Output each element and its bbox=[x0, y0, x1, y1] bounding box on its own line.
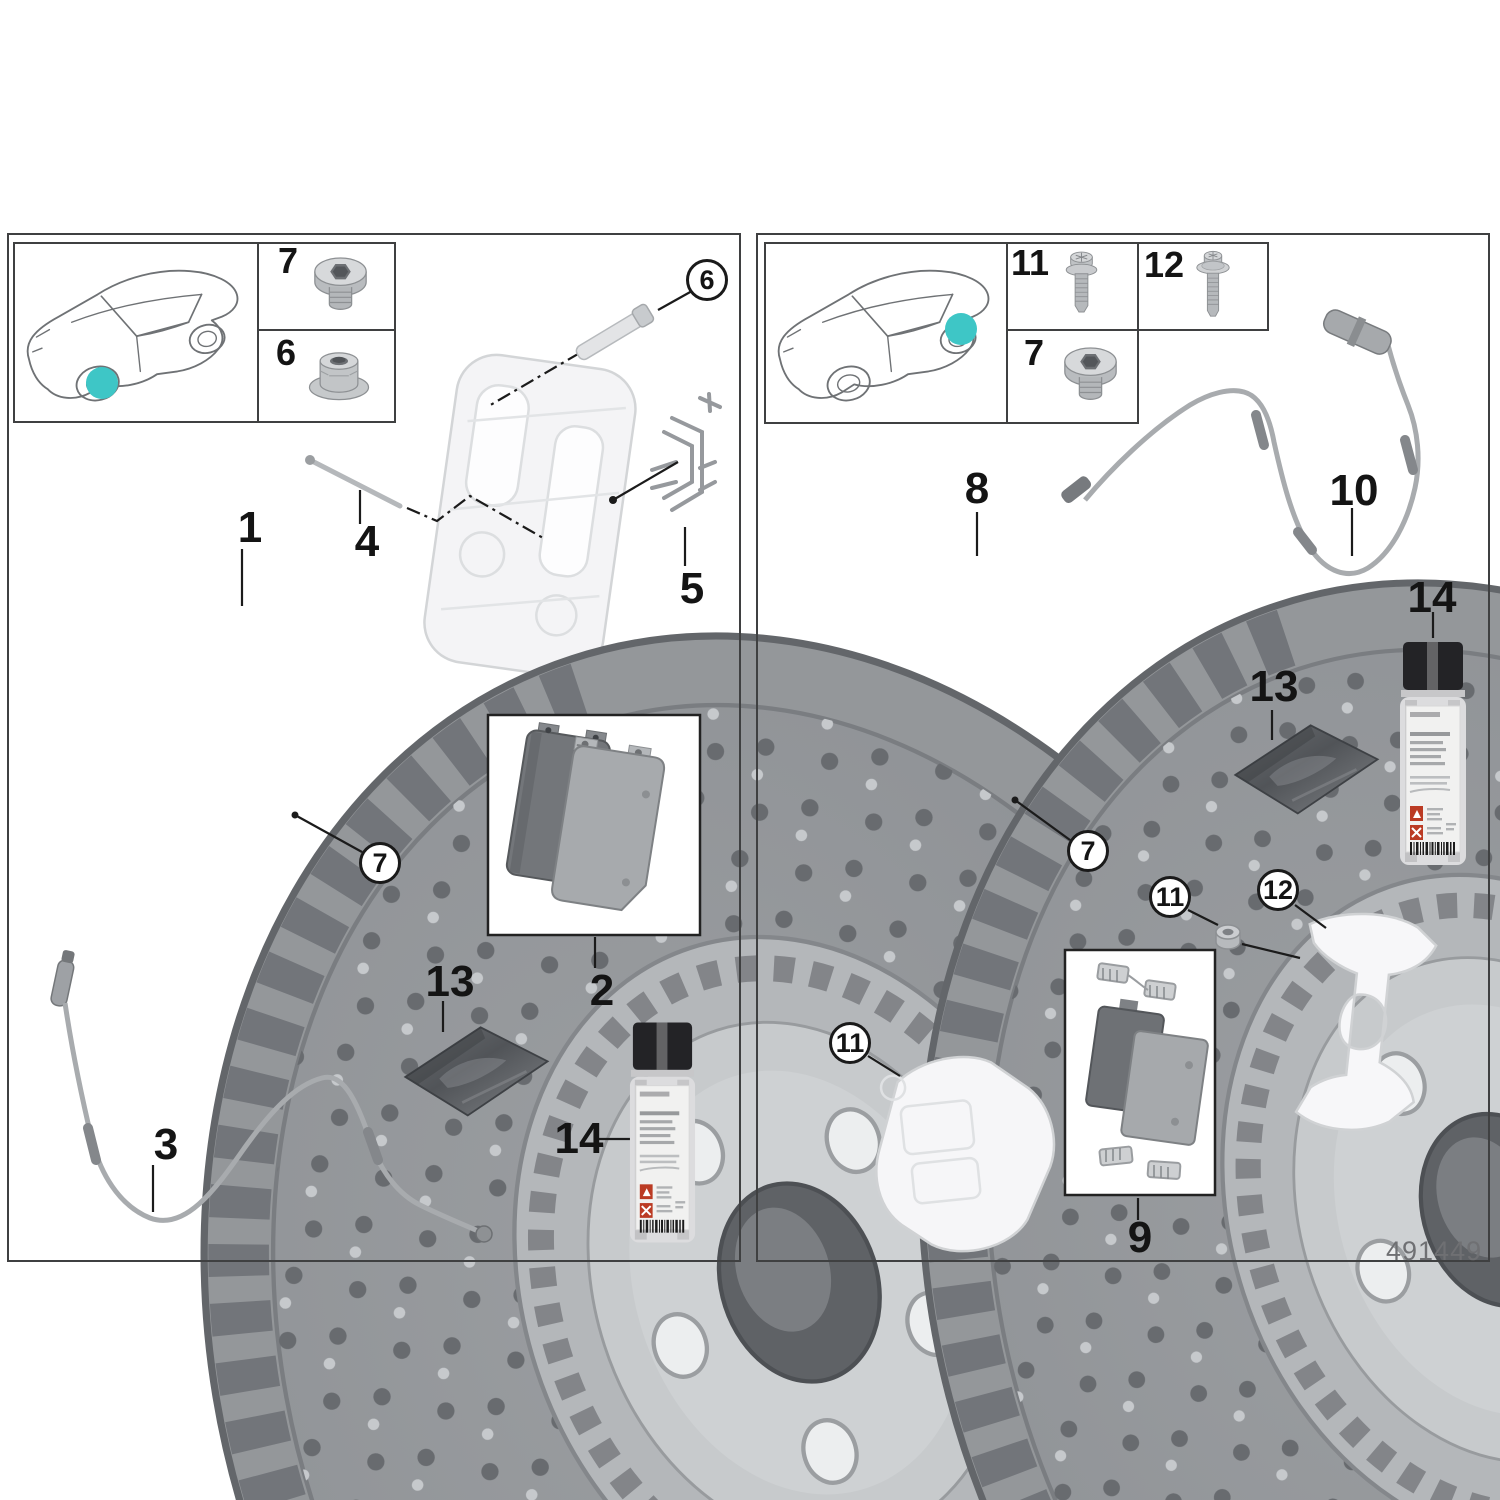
callout-rear-cleaner[interactable]: 14 bbox=[1407, 573, 1457, 622]
rear-axle-location-dot bbox=[945, 313, 977, 345]
callout-circled-rear-hub[interactable]: 7 bbox=[1067, 830, 1109, 872]
rear-pad-front bbox=[1120, 1030, 1209, 1146]
leader-line bbox=[1187, 909, 1219, 926]
retaining-clips-top bbox=[1096, 962, 1177, 1001]
assembly-axis-line bbox=[406, 494, 544, 539]
callout-pad-pin[interactable]: 4 bbox=[354, 517, 380, 566]
inset-label-washer-bolt[interactable]: 12 bbox=[1143, 244, 1185, 285]
leader-line bbox=[657, 290, 693, 311]
callout-circled-carrier[interactable]: 12 bbox=[1257, 869, 1299, 911]
inset-label-flange-nut[interactable]: 6 bbox=[275, 332, 297, 373]
rear-brake-panel-art bbox=[746, 242, 1500, 1500]
rear-caliper-ghost bbox=[875, 1055, 1056, 1253]
guide-pin bbox=[575, 303, 655, 361]
leader-line bbox=[612, 461, 679, 501]
leader-line bbox=[1294, 904, 1327, 929]
callout-circled-guide-pin[interactable]: 6 bbox=[686, 259, 728, 301]
self-locking-nut bbox=[1215, 924, 1241, 950]
front-brake-panel-art bbox=[13, 242, 1500, 1500]
pad-carrier-ghost bbox=[1294, 912, 1438, 1132]
callout-rear-sensor[interactable]: 10 bbox=[1329, 466, 1379, 515]
callout-retaining-spring[interactable]: 5 bbox=[679, 564, 705, 613]
location-inset-front bbox=[13, 242, 396, 423]
leader-line bbox=[1241, 942, 1301, 960]
callout-front-cleaner[interactable]: 14 bbox=[554, 1114, 604, 1163]
callout-rear-pouch[interactable]: 13 bbox=[1249, 662, 1299, 711]
wear-sensor-front bbox=[50, 950, 493, 1243]
front-caliper-ghost bbox=[423, 353, 637, 678]
diagram-number: 491449 bbox=[1386, 1236, 1483, 1266]
front-axle-location-dot bbox=[86, 367, 118, 399]
callout-front-disc[interactable]: 1 bbox=[237, 503, 263, 552]
callout-circled-rear-caliper[interactable]: 11 bbox=[829, 1022, 871, 1064]
location-inset-rear bbox=[764, 242, 1269, 424]
inset-label-plug-screw[interactable]: 7 bbox=[277, 240, 299, 281]
retaining-clips-bottom bbox=[1098, 1145, 1182, 1180]
callout-circled-front-hub[interactable]: 7 bbox=[359, 842, 401, 884]
pad-pin bbox=[307, 457, 403, 509]
callout-rear-disc[interactable]: 8 bbox=[964, 464, 990, 513]
pad-pin-head bbox=[305, 455, 315, 465]
callout-front-pads[interactable]: 2 bbox=[589, 966, 615, 1015]
leader-dot bbox=[609, 496, 617, 504]
callout-rear-pads-kit[interactable]: 9 bbox=[1127, 1213, 1153, 1262]
inset-label-flange-bolt[interactable]: 11 bbox=[1010, 242, 1050, 283]
callout-front-sensor[interactable]: 3 bbox=[153, 1120, 179, 1169]
leader-line bbox=[867, 1055, 901, 1077]
front-brake-panel bbox=[7, 233, 741, 1262]
callout-front-pouch[interactable]: 13 bbox=[425, 957, 475, 1006]
retaining-spring bbox=[650, 392, 722, 512]
inset-label-plug-screw-rear[interactable]: 7 bbox=[1023, 332, 1045, 373]
callout-circled-nut[interactable]: 11 bbox=[1149, 876, 1191, 918]
rear-brake-panel bbox=[756, 233, 1490, 1262]
brake-pad-front bbox=[551, 736, 666, 912]
leader-line bbox=[1014, 799, 1071, 841]
wear-sensor-rear bbox=[1061, 309, 1421, 576]
leader-line bbox=[294, 814, 363, 853]
